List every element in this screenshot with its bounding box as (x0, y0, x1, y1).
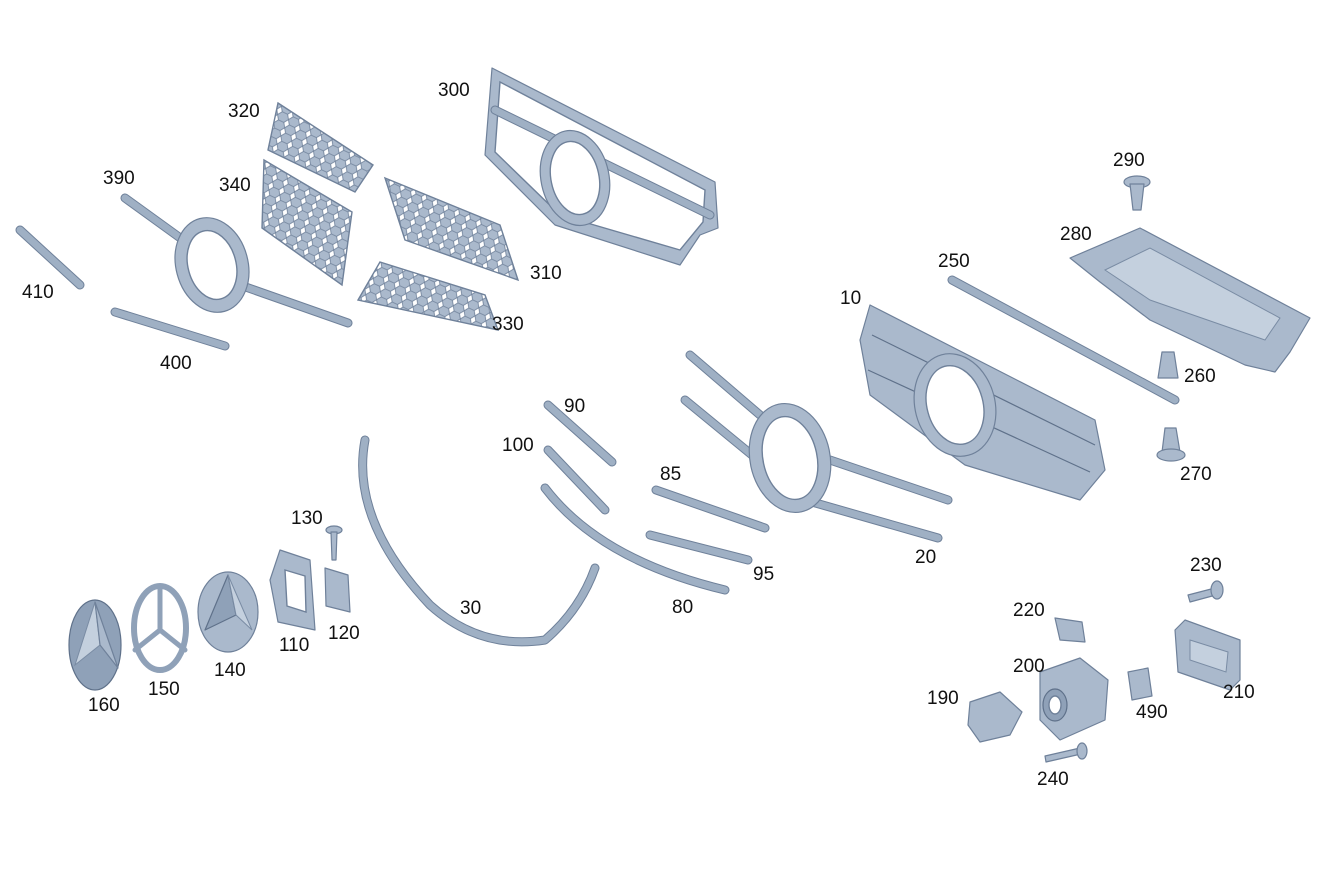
part-280-cover-panel (1069, 227, 1311, 373)
part-340-left-mesh-insert (261, 158, 353, 287)
part-230-bolt (1187, 580, 1224, 603)
part-300-grille-frame (484, 67, 719, 266)
callout-320: 320 (228, 101, 260, 122)
part-190-camera-cover (967, 691, 1023, 743)
callout-270: 270 (1180, 464, 1212, 485)
callout-80: 80 (672, 597, 694, 618)
callout-340: 340 (219, 175, 251, 196)
part-110-bracket (269, 549, 316, 631)
callout-160: 160 (88, 695, 120, 716)
part-200-camera-unit (1039, 657, 1109, 741)
part-140-emblem-housing (197, 571, 259, 653)
part-330-lower-mesh-insert (356, 261, 500, 331)
callout-410: 410 (22, 282, 54, 303)
callout-110: 110 (279, 635, 310, 656)
part-240-screw (1044, 742, 1088, 763)
part-160-emblem-plate (68, 599, 122, 691)
part-85-trim-strip (651, 485, 770, 533)
part-95-trim-strip (645, 530, 753, 565)
part-100-trim-strip (543, 445, 610, 515)
part-130-screw (325, 525, 343, 561)
part-270-clip (1156, 427, 1186, 462)
callout-300: 300 (438, 80, 470, 101)
callout-190: 190 (927, 688, 959, 709)
callout-20: 20 (915, 547, 937, 568)
callout-85: 85 (660, 464, 682, 485)
callout-200: 200 (1013, 656, 1045, 677)
callout-140: 140 (214, 660, 246, 681)
part-220-clip (1054, 617, 1086, 643)
callout-260: 260 (1184, 366, 1216, 387)
callout-240: 240 (1037, 769, 1069, 790)
callout-95: 95 (753, 564, 775, 585)
part-20-grille-bars-with-ring (680, 350, 953, 543)
callout-400: 400 (160, 353, 192, 374)
part-250-upper-trim (947, 275, 1180, 405)
part-150-star-emblem (131, 583, 189, 673)
part-210-bracket (1174, 619, 1241, 691)
callout-330: 330 (492, 314, 524, 335)
part-320-upper-mesh-insert (267, 101, 374, 193)
part-390-grille-bar-with-ring (120, 193, 353, 328)
callout-210: 210 (1223, 682, 1255, 703)
part-30-lower-trim (358, 435, 600, 647)
callout-100: 100 (502, 435, 534, 456)
callout-150: 150 (148, 679, 180, 700)
part-120-holder (324, 567, 351, 613)
part-10-radiator-grille (859, 304, 1106, 501)
callout-280: 280 (1060, 224, 1092, 245)
callout-250: 250 (938, 251, 970, 272)
part-90-trim-strip (543, 400, 617, 467)
part-290-push-clip (1123, 175, 1151, 211)
part-410-trim-strip (15, 225, 85, 290)
part-310-right-mesh-insert (383, 176, 520, 282)
callout-230: 230 (1190, 555, 1222, 576)
part-260-clip (1157, 351, 1179, 379)
callout-490: 490 (1136, 702, 1168, 723)
part-490-sensor (1127, 667, 1153, 701)
callout-290: 290 (1113, 150, 1145, 171)
callout-390: 390 (103, 168, 135, 189)
callout-130: 130 (291, 508, 323, 529)
callout-310: 310 (530, 263, 562, 284)
callout-30: 30 (460, 598, 482, 619)
callout-90: 90 (564, 396, 586, 417)
part-80-trim-strip (540, 483, 730, 595)
callout-120: 120 (328, 623, 360, 644)
callout-220: 220 (1013, 600, 1045, 621)
callout-10: 10 (840, 288, 862, 309)
part-400-trim-strip (110, 307, 230, 351)
